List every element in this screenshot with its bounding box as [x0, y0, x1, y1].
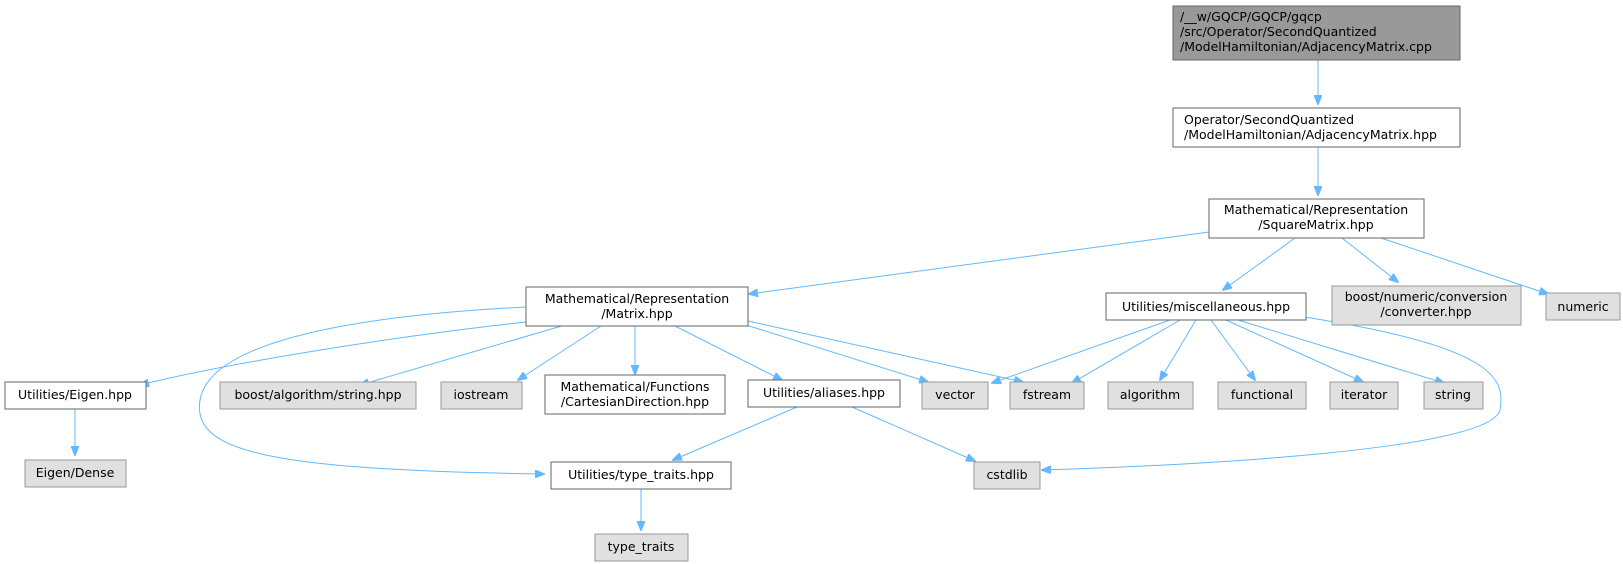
- node-functional[interactable]: functional: [1217, 381, 1307, 410]
- node-algorithm-label: algorithm: [1120, 387, 1180, 402]
- node-cartesian-label-1: Mathematical/Functions: [560, 379, 709, 394]
- node-type-traits-hpp[interactable]: Utilities/type_traits.hpp: [550, 461, 732, 490]
- node-aliases-label: Utilities/aliases.hpp: [763, 385, 885, 400]
- node-misc[interactable]: Utilities/miscellaneous.hpp: [1105, 292, 1307, 321]
- node-algorithm[interactable]: algorithm: [1107, 381, 1194, 410]
- edge-aliases-to-cstdlib: [851, 406, 975, 461]
- node-iostream[interactable]: iostream: [440, 381, 523, 410]
- node-iterator[interactable]: iterator: [1329, 381, 1399, 410]
- node-boost-string-label: boost/algorithm/string.hpp: [234, 387, 401, 402]
- node-matrix[interactable]: Mathematical/Representation /Matrix.hpp: [525, 286, 749, 327]
- nodes: /__w/GQCP/GQCP/gqcp /src/Operator/Second…: [4, 5, 1621, 562]
- node-boost-string[interactable]: boost/algorithm/string.hpp: [219, 381, 417, 410]
- node-matrix-label-1: Mathematical/Representation: [545, 291, 729, 306]
- node-adjacency-hpp[interactable]: Operator/SecondQuantized /ModelHamiltoni…: [1172, 107, 1461, 148]
- node-fstream-label: fstream: [1023, 387, 1071, 402]
- edge-misc-to-vector: [992, 319, 1171, 383]
- node-vector-label: vector: [935, 387, 976, 402]
- node-string[interactable]: string: [1423, 381, 1484, 410]
- edge-aliases-to-type-traits-hpp: [673, 406, 798, 460]
- node-cartesian-label-2: /CartesianDirection.hpp: [561, 394, 709, 409]
- edge-matrix-to-type-traits-hpp: [198, 306, 544, 474]
- node-matrix-label-2: /Matrix.hpp: [601, 306, 672, 321]
- node-root-label-3: /ModelHamiltonian/AdjacencyMatrix.cpp: [1180, 39, 1432, 54]
- edge-misc-to-functional: [1210, 319, 1255, 380]
- edge-matrix-to-aliases: [674, 325, 782, 380]
- node-eigen-hpp[interactable]: Utilities/Eigen.hpp: [4, 381, 147, 410]
- edge-matrix-to-eigen-hpp: [140, 321, 527, 385]
- node-misc-label: Utilities/miscellaneous.hpp: [1122, 299, 1290, 314]
- node-cstdlib-label: cstdlib: [986, 467, 1027, 482]
- edge-square-matrix-to-numeric: [1377, 236, 1548, 294]
- node-square-matrix-label-2: /SquareMatrix.hpp: [1258, 217, 1373, 232]
- node-functional-label: functional: [1231, 387, 1293, 402]
- edge-misc-to-fstream: [1072, 319, 1181, 383]
- edge-square-matrix-to-boost-conv: [1341, 237, 1398, 282]
- node-eigen-dense-label: Eigen/Dense: [36, 465, 115, 480]
- node-vector[interactable]: vector: [921, 381, 989, 410]
- node-type-traits-hpp-label: Utilities/type_traits.hpp: [568, 467, 714, 482]
- node-boost-conv-label-1: boost/numeric/conversion: [1345, 289, 1508, 304]
- node-fstream[interactable]: fstream: [1009, 381, 1085, 410]
- node-root-label-2: /src/Operator/SecondQuantized: [1180, 24, 1377, 39]
- node-aliases[interactable]: Utilities/aliases.hpp: [747, 379, 901, 408]
- node-type-traits[interactable]: type_traits: [594, 533, 689, 562]
- node-cstdlib[interactable]: cstdlib: [973, 461, 1041, 490]
- node-square-matrix[interactable]: Mathematical/Representation /SquareMatri…: [1208, 198, 1425, 239]
- node-boost-conv[interactable]: boost/numeric/conversion /converter.hpp: [1331, 285, 1522, 326]
- edge-misc-to-algorithm: [1160, 319, 1197, 380]
- node-iostream-label: iostream: [454, 387, 509, 402]
- node-boost-conv-label-2: /converter.hpp: [1380, 304, 1471, 319]
- node-eigen-hpp-label: Utilities/Eigen.hpp: [18, 387, 132, 402]
- node-numeric[interactable]: numeric: [1545, 292, 1621, 321]
- node-iterator-label: iterator: [1341, 387, 1388, 402]
- node-cartesian[interactable]: Mathematical/Functions /CartesianDirecti…: [544, 374, 726, 415]
- edge-matrix-to-iostream: [518, 325, 602, 380]
- edges: [75, 60, 1548, 530]
- edge-misc-to-iterator: [1225, 319, 1363, 382]
- node-numeric-label: numeric: [1557, 299, 1608, 314]
- edge-misc-to-cstdlib: [1042, 313, 1502, 470]
- edge-square-matrix-to-misc: [1223, 237, 1296, 290]
- node-string-label: string: [1435, 387, 1471, 402]
- node-root[interactable]: /__w/GQCP/GQCP/gqcp /src/Operator/Second…: [1172, 5, 1461, 61]
- edge-matrix-to-vector: [729, 319, 928, 382]
- node-square-matrix-label-1: Mathematical/Representation: [1224, 202, 1408, 217]
- node-type-traits-label: type_traits: [608, 539, 675, 554]
- edge-square-matrix-to-matrix: [749, 231, 1210, 294]
- edge-misc-to-string: [1237, 319, 1444, 383]
- edge-matrix-to-boost-string: [360, 324, 566, 385]
- node-adjacency-hpp-label-2: /ModelHamiltonian/AdjacencyMatrix.hpp: [1184, 127, 1437, 142]
- node-eigen-dense[interactable]: Eigen/Dense: [24, 459, 127, 488]
- edge-matrix-to-fstream: [747, 320, 1023, 382]
- node-adjacency-hpp-label-1: Operator/SecondQuantized: [1184, 112, 1354, 127]
- node-root-label-1: /__w/GQCP/GQCP/gqcp: [1180, 9, 1322, 24]
